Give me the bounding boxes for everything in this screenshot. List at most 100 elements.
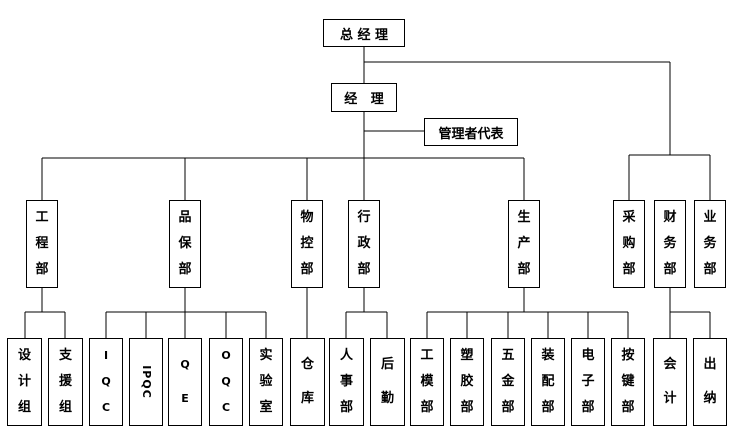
unit-support-group: 支援组 [48,338,83,426]
unit-design-group-char-0: 设 [17,348,31,363]
dept-engineering-char-2: 部 [35,262,49,277]
unit-electronics-char-0: 电 [581,348,595,363]
unit-hardware-char-0: 五 [501,348,515,363]
dept-material-control-char-1: 控 [300,236,314,251]
unit-keypad-char-0: 按 [621,348,635,363]
dept-finance-char-0: 财 [663,210,677,225]
unit-electronics-char-2: 部 [581,400,595,415]
dept-engineering-char-1: 程 [35,236,49,251]
unit-keypad-char-1: 键 [621,374,635,389]
unit-ipqc: IPQC [129,338,163,426]
unit-support-group-char-1: 援 [58,374,72,389]
unit-plastic: 塑胶部 [450,338,484,426]
unit-hr-char-1: 事 [339,374,353,389]
unit-qe-char-0: Q [180,357,190,371]
unit-keypad-char-2: 部 [621,400,635,415]
unit-oqc-char-0: O [221,349,231,362]
manager-label: 经 理 [344,92,384,107]
unit-warehouse-char-0: 仓 [300,356,314,372]
unit-cashier-char-0: 出 [703,356,717,372]
dept-material-control-char-0: 物 [300,210,314,225]
dept-quality-assurance-char-1: 保 [178,236,192,251]
unit-hardware: 五金部 [491,338,525,426]
dept-purchasing: 采购部 [613,200,645,288]
unit-accounting-char-1: 计 [663,391,677,407]
dept-sales-char-1: 务 [703,236,717,251]
unit-hr: 人事部 [329,338,364,426]
dept-production-char-2: 部 [517,262,531,277]
unit-plastic-char-2: 部 [460,400,474,415]
unit-design-group-char-1: 计 [17,374,31,389]
unit-laboratory: 实验室 [249,338,283,426]
dept-purchasing-char-1: 购 [622,236,636,251]
dept-material-control-char-2: 部 [300,262,314,277]
unit-logistics: 后勤 [370,338,405,426]
unit-plastic-char-1: 胶 [460,374,474,389]
unit-iqc-char-1: Q [101,375,111,388]
unit-assembly-char-0: 装 [541,348,555,363]
dept-sales-char-0: 业 [703,210,717,225]
dept-quality-assurance: 品保部 [169,200,201,288]
unit-electronics: 电子部 [571,338,605,426]
dept-production-char-0: 生 [517,210,531,225]
dept-engineering-char-0: 工 [35,210,49,225]
dept-quality-assurance-char-2: 部 [178,262,192,277]
unit-accounting: 会计 [653,338,687,426]
dept-administration-char-2: 部 [357,262,371,277]
unit-accounting-char-0: 会 [663,356,677,372]
dept-finance: 财务部 [654,200,686,288]
dept-finance-char-2: 部 [663,262,677,277]
general-manager-label: 总 经 理 [339,27,389,43]
unit-warehouse: 仓库 [290,338,325,426]
dept-administration: 行政部 [348,200,380,288]
unit-tooling-char-2: 部 [420,400,434,415]
unit-hardware-char-1: 金 [501,374,515,389]
unit-assembly-char-2: 部 [541,400,555,415]
management-representative-box: 管理者代表 [424,118,518,146]
dept-administration-char-1: 政 [357,236,371,251]
unit-oqc-char-2: C [221,401,231,414]
unit-support-group-char-2: 组 [58,400,72,415]
general-manager-box: 总 经 理 [323,19,405,47]
unit-assembly-char-1: 配 [541,374,555,389]
dept-sales: 业务部 [694,200,726,288]
unit-ipqc-label: IPQC [140,365,153,399]
management-representative-label: 管理者代表 [438,126,504,142]
unit-laboratory-char-1: 验 [259,374,273,389]
unit-assembly: 装配部 [531,338,565,426]
unit-warehouse-char-1: 库 [300,391,314,407]
dept-engineering: 工程部 [26,200,58,288]
dept-administration-char-0: 行 [357,210,371,225]
unit-oqc-char-1: Q [221,375,231,388]
unit-design-group-char-2: 组 [17,400,31,415]
unit-iqc-char-2: C [101,401,111,414]
unit-plastic-char-0: 塑 [460,348,474,363]
dept-purchasing-char-2: 部 [622,262,636,277]
unit-laboratory-char-2: 室 [259,400,273,415]
unit-electronics-char-1: 子 [581,374,595,389]
dept-quality-assurance-char-0: 品 [178,210,192,225]
unit-laboratory-char-0: 实 [259,348,273,363]
unit-keypad: 按键部 [611,338,645,426]
unit-tooling-char-0: 工 [420,348,434,363]
unit-qe-char-1: E [181,392,189,406]
unit-hr-char-0: 人 [339,348,353,363]
unit-hr-char-2: 部 [339,400,353,415]
dept-purchasing-char-0: 采 [622,210,636,225]
unit-logistics-char-0: 后 [380,356,394,372]
unit-logistics-char-1: 勤 [380,391,394,407]
dept-production-char-1: 产 [517,236,531,251]
dept-production: 生产部 [508,200,540,288]
manager-box: 经 理 [331,83,397,112]
unit-design-group: 设计组 [7,338,42,426]
unit-support-group-char-0: 支 [58,348,72,363]
dept-finance-char-1: 务 [663,236,677,251]
unit-hardware-char-2: 部 [501,400,515,415]
dept-material-control: 物控部 [291,200,323,288]
unit-tooling-char-1: 模 [420,374,434,389]
dept-sales-char-2: 部 [703,262,717,277]
unit-tooling: 工模部 [410,338,444,426]
